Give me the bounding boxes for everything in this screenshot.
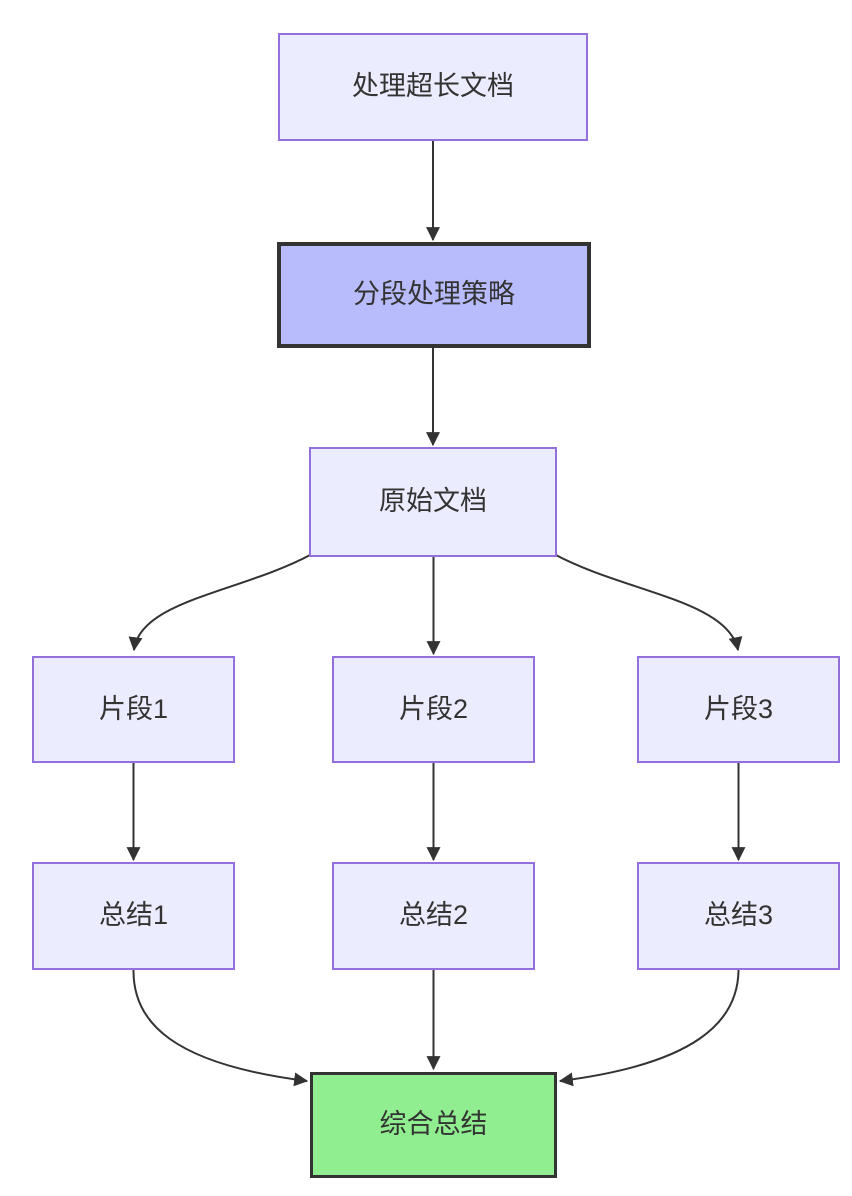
node-combined-summary: 综合总结: [310, 1072, 557, 1178]
node-summary-2: 总结2: [332, 862, 535, 970]
node-summary-3: 总结3: [637, 862, 840, 970]
edge-summary3-to-combined: [558, 969, 740, 1087]
node-label: 片段1: [98, 693, 169, 724]
node-label: 片段3: [703, 693, 774, 724]
node-label: 处理超长文档: [352, 71, 514, 102]
edge-summary1-to-combined: [132, 969, 309, 1087]
node-fragment-1: 片段1: [32, 656, 235, 763]
node-label: 原始文档: [379, 486, 487, 517]
edge-original-to-fragment3: [553, 553, 743, 652]
node-label: 总结2: [398, 900, 469, 931]
node-label: 综合总结: [379, 1109, 488, 1140]
node-summary-1: 总结1: [32, 862, 235, 970]
node-original-document: 原始文档: [309, 447, 557, 557]
node-label: 总结3: [703, 900, 774, 931]
node-label: 总结1: [98, 900, 169, 931]
edge-original-to-fragment1: [128, 553, 313, 652]
node-fragment-2: 片段2: [332, 656, 535, 763]
node-segmentation-strategy: 分段处理策略: [277, 242, 591, 348]
node-label: 片段2: [398, 693, 469, 724]
node-label: 分段处理策略: [353, 279, 515, 310]
node-fragment-3: 片段3: [637, 656, 840, 763]
node-handle-long-document: 处理超长文档: [278, 33, 588, 141]
